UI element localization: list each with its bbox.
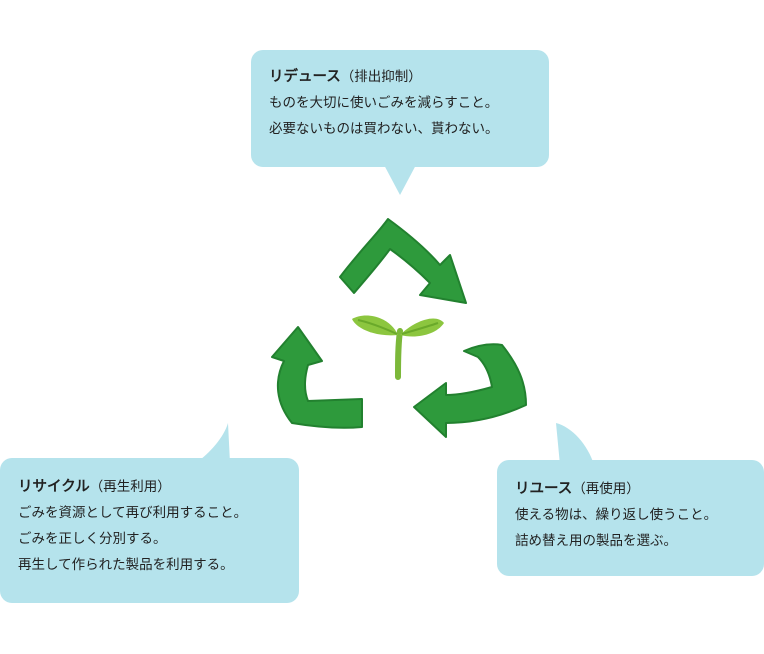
right-arrow-icon [413,343,527,438]
reduce-heading: リデュース（排出抑制） [269,64,549,90]
recycle-title: リサイクル [18,479,90,495]
recycle-arrows-icon [271,218,527,438]
reduce-line-2: 必要ないものは買わない、貰わない。 [269,121,499,137]
reduce-bubble-tail [383,163,417,195]
left-arrow-icon [271,326,363,429]
reduce-subtitle: （排出抑制） [340,69,422,85]
recycle-line-3: 再生して作られた製品を利用する。 [18,557,234,573]
recycle-bubble: リサイクル（再生利用） ごみを資源として再び利用すること。 ごみを正しく分別する… [0,458,299,603]
reuse-subtitle: （再使用） [572,481,640,497]
reduce-line-1: ものを大切に使いごみを減らすこと。 [269,95,499,111]
top-arrow-icon [339,218,467,304]
reduce-title: リデュース [269,69,341,85]
reuse-title: リユース [515,481,573,497]
recycle-subtitle: （再生利用） [89,479,171,495]
recycle-bubble-tail [196,423,230,463]
reuse-line-1: 使える物は、繰り返し使うこと。 [515,507,718,523]
recycle-line-1: ごみを資源として再び利用すること。 [18,505,248,521]
reuse-bubble-tail [556,423,594,465]
reuse-heading: リユース（再使用） [515,476,764,502]
recycle-heading: リサイクル（再生利用） [18,474,299,500]
reduce-bubble: リデュース（排出抑制） ものを大切に使いごみを減らすこと。 必要ないものは買わな… [251,50,549,167]
reuse-bubble: リユース（再使用） 使える物は、繰り返し使うこと。 詰め替え用の製品を選ぶ。 [497,460,764,576]
reuse-line-2: 詰め替え用の製品を選ぶ。 [515,533,677,549]
recycle-line-2: ごみを正しく分別する。 [18,531,167,547]
sprout-icon [352,315,444,380]
